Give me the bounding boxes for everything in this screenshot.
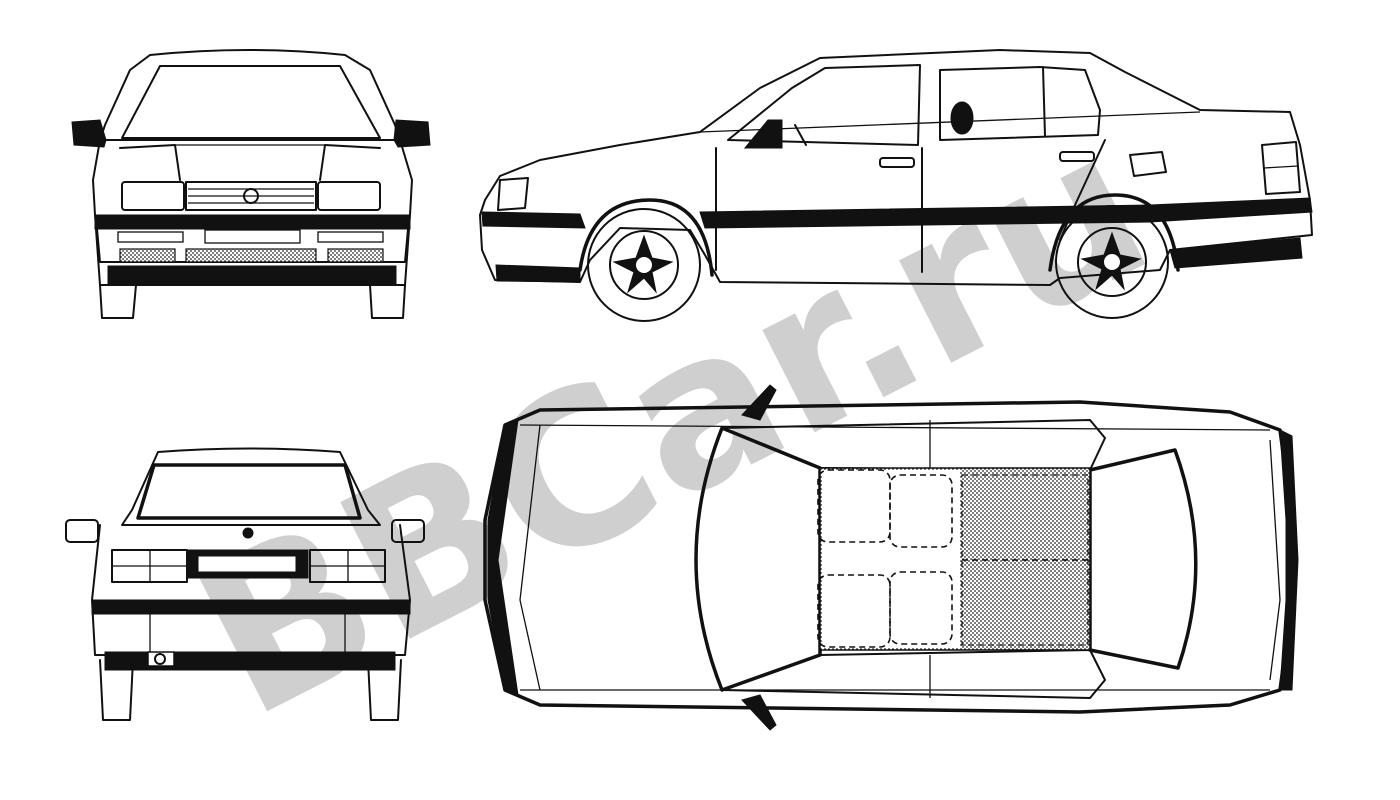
side-view xyxy=(479,49,1313,322)
top-view xyxy=(483,384,1299,731)
rear-view xyxy=(65,447,425,721)
front-view xyxy=(71,49,431,319)
front-wheel xyxy=(587,208,701,322)
rear-wheel xyxy=(1055,205,1169,319)
